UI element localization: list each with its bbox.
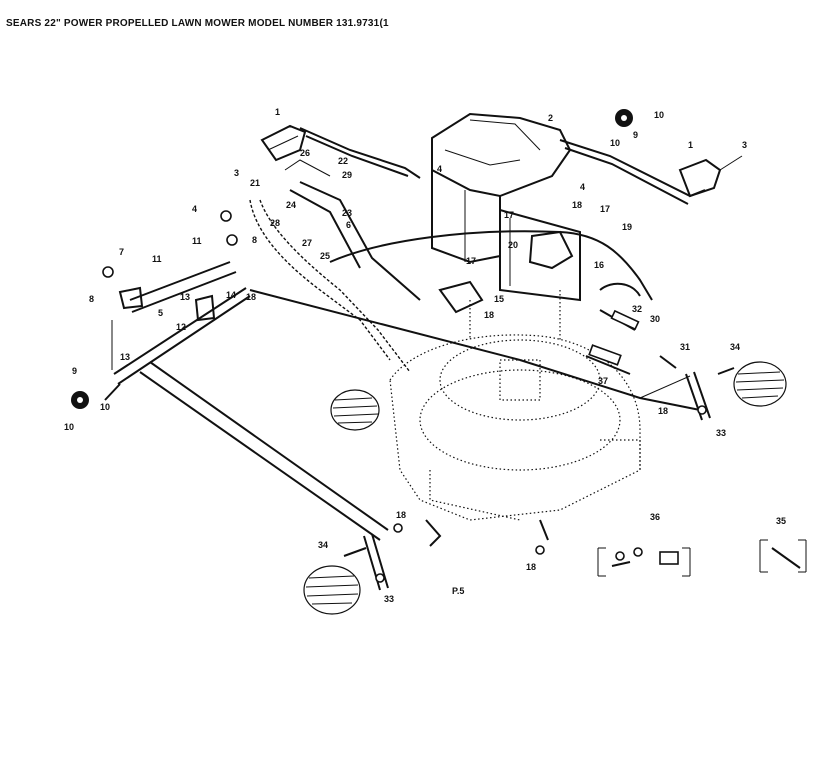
callout-1b: 1 bbox=[688, 140, 693, 150]
callout-25: 25 bbox=[320, 251, 330, 261]
hardware-bag-35 bbox=[759, 539, 807, 573]
callout-3b: 3 bbox=[742, 140, 747, 150]
callout-16: 16 bbox=[594, 260, 604, 270]
callout-13a: 13 bbox=[180, 292, 190, 302]
callout-11a: 11 bbox=[152, 254, 162, 264]
front-axle bbox=[104, 261, 251, 401]
wheel-lever-front bbox=[363, 533, 389, 591]
callout-36: 36 bbox=[650, 512, 660, 522]
callout-23: 23 bbox=[342, 208, 352, 218]
rear-left-wheel bbox=[330, 389, 380, 431]
callout-7: 7 bbox=[119, 247, 124, 257]
callout-32: 32 bbox=[632, 304, 642, 314]
callout-10d: 10 bbox=[610, 138, 620, 148]
handle-mount-left bbox=[260, 124, 421, 179]
callout-24: 24 bbox=[286, 200, 296, 210]
small-brackets bbox=[102, 210, 735, 557]
wheel-lever-rear bbox=[685, 371, 711, 421]
callout-30: 30 bbox=[650, 314, 660, 324]
callout-10b: 10 bbox=[100, 402, 110, 412]
callout-20: 20 bbox=[508, 240, 518, 250]
callout-1a: 1 bbox=[275, 107, 280, 117]
callout-11b: 11 bbox=[192, 236, 202, 246]
callout-37: 37 bbox=[598, 376, 608, 386]
callout-8a: 8 bbox=[89, 294, 94, 304]
callout-10a: 10 bbox=[64, 422, 74, 432]
hubcap-front bbox=[71, 391, 89, 409]
callout-4c: 4 bbox=[192, 204, 197, 214]
callout-18e: 18 bbox=[658, 406, 668, 416]
callout-34b: 34 bbox=[318, 540, 328, 550]
handle-mount-right bbox=[559, 139, 743, 205]
control-levers bbox=[249, 159, 421, 373]
callout-28: 28 bbox=[270, 218, 280, 228]
callout-5: 5 bbox=[158, 308, 163, 318]
callout-17a: 17 bbox=[504, 210, 514, 220]
callout-labels: 1 1 2 3 3 4 4 4 5 8 8 7 9 9 10 10 10 10 … bbox=[64, 107, 786, 604]
callout-6: 6 bbox=[346, 220, 351, 230]
callout-27: 27 bbox=[302, 238, 312, 248]
callout-29: 29 bbox=[342, 170, 352, 180]
tie-rod bbox=[139, 289, 701, 541]
callout-2: 2 bbox=[548, 113, 553, 123]
callout-13b: 13 bbox=[120, 352, 130, 362]
callout-3a: 3 bbox=[234, 168, 239, 178]
callout-17b: 17 bbox=[600, 204, 610, 214]
callout-22: 22 bbox=[338, 156, 348, 166]
hanger-bracket bbox=[499, 208, 581, 302]
callout-33b: 33 bbox=[384, 594, 394, 604]
callout-21: 21 bbox=[250, 178, 260, 188]
callout-35: 35 bbox=[776, 516, 786, 526]
callout-34a: 34 bbox=[730, 342, 740, 352]
callout-8b: 8 bbox=[252, 235, 257, 245]
mower-deck bbox=[389, 290, 641, 521]
callout-19: 19 bbox=[622, 222, 632, 232]
callout-4b: 4 bbox=[580, 182, 585, 192]
callout-12: 12 bbox=[176, 322, 186, 332]
hubcap-rear bbox=[615, 109, 633, 127]
front-left-wheel bbox=[303, 565, 361, 615]
callout-14: 14 bbox=[226, 290, 236, 300]
callout-9a: 9 bbox=[72, 366, 77, 376]
callout-18a: 18 bbox=[572, 200, 582, 210]
callout-31: 31 bbox=[680, 342, 690, 352]
diagram-title: SEARS 22" POWER PROPELLED LAWN MOWER MOD… bbox=[6, 18, 389, 29]
callout-33a: 33 bbox=[716, 428, 726, 438]
callout-15: 15 bbox=[494, 294, 504, 304]
callout-4a: 4 bbox=[437, 164, 442, 174]
hardware-bag-36 bbox=[597, 547, 691, 577]
callout-10c: 10 bbox=[654, 110, 664, 120]
callout-18c: 18 bbox=[396, 510, 406, 520]
callout-18b: 18 bbox=[246, 292, 256, 302]
footer-label: P.5 bbox=[452, 586, 464, 596]
callout-26: 26 bbox=[300, 148, 310, 158]
callout-9b: 9 bbox=[633, 130, 638, 140]
rear-right-wheel bbox=[733, 361, 787, 407]
callout-18f: 18 bbox=[484, 310, 494, 320]
drive-cable bbox=[329, 230, 653, 331]
callout-17c: 17 bbox=[466, 256, 476, 266]
callout-18d: 18 bbox=[526, 562, 536, 572]
